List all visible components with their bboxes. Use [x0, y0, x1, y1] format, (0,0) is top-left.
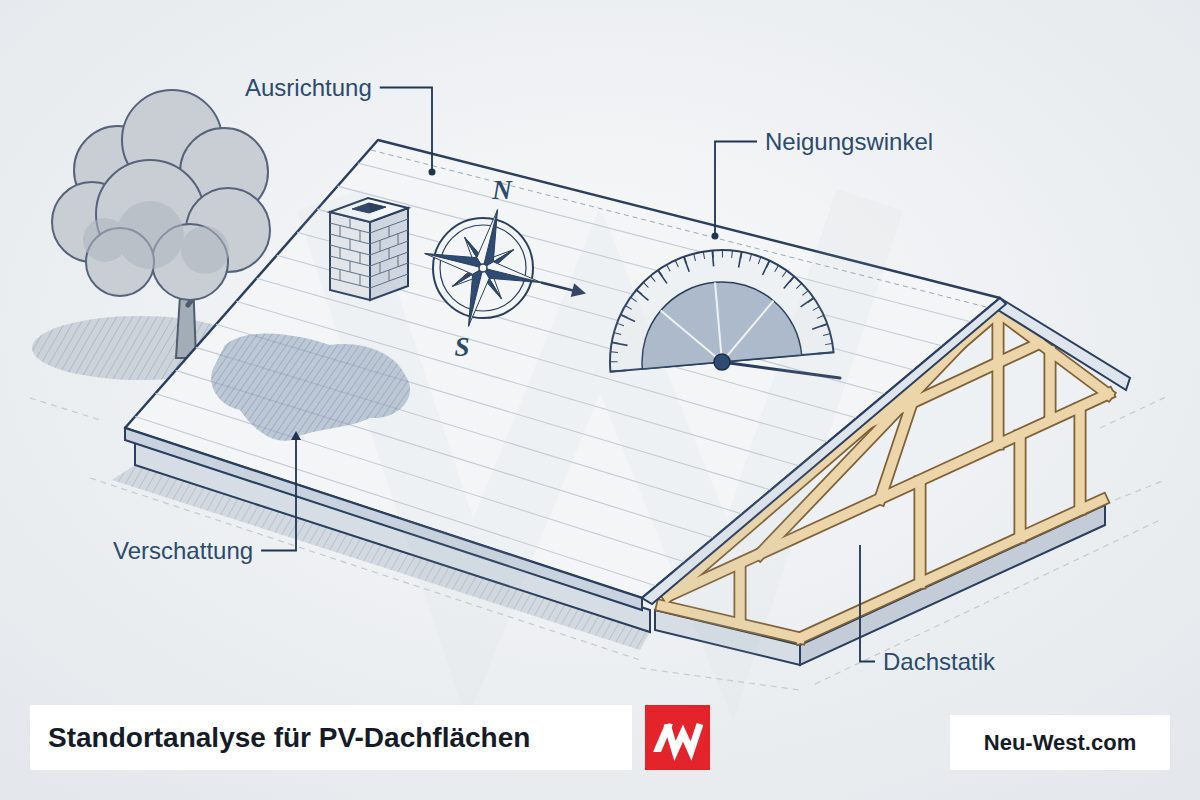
leader-line: [380, 88, 432, 173]
protractor: [659, 277, 779, 367]
callout-label: Dachstatik: [883, 648, 995, 675]
gable-truss: [800, 505, 1105, 665]
leader-dot: [712, 233, 719, 240]
protractor: [636, 289, 648, 301]
label-holder: Ausrichtung: [245, 73, 372, 103]
leader-line: [261, 438, 296, 551]
leader-dot: [429, 169, 436, 176]
leader-line: [860, 545, 875, 662]
label-holder: N: [492, 175, 512, 205]
ground-lines: [1115, 480, 1165, 500]
chimney: [389, 248, 390, 259]
callout-label: Verschattung: [113, 537, 253, 564]
protractor: [715, 282, 722, 362]
ground-lines: [30, 398, 100, 420]
protractor: [712, 250, 713, 266]
compass-rose: [469, 268, 490, 326]
compass-letter: N: [492, 175, 512, 205]
protractor: [684, 256, 690, 272]
watermark: [330, 200, 870, 620]
compass-rose: [477, 210, 498, 268]
chimney: [398, 233, 399, 244]
protractor: [717, 301, 778, 362]
compass-rose: [433, 218, 533, 318]
chimney: [398, 255, 399, 266]
protractor: [661, 306, 722, 367]
compass-rose: [425, 254, 483, 275]
tree: [181, 226, 229, 274]
brand-logo: [645, 705, 710, 770]
watermark: [330, 200, 870, 620]
protractor: [737, 252, 743, 268]
brand-panel: Neu-West.com: [950, 715, 1170, 770]
compass-rose: [483, 262, 541, 283]
tree: [52, 90, 270, 300]
leader-marker: [291, 431, 301, 440]
protractor: [658, 270, 667, 285]
compass-rose: [440, 225, 526, 311]
chimney: [389, 226, 390, 237]
brand-logo: [645, 705, 710, 770]
tree: [83, 201, 229, 274]
tree: [83, 218, 127, 262]
brand-logo: [667, 724, 700, 751]
callout-label: Ausrichtung: [245, 74, 372, 101]
compass-letter: S: [454, 332, 469, 362]
title-panel: Standortanalyse für PV-Dachflächen: [30, 705, 632, 770]
protractor: [783, 276, 795, 288]
callout-label: Neigungswinkel: [765, 128, 933, 155]
leader-line: [715, 142, 757, 237]
label-holder: S: [454, 332, 469, 362]
compass-rose: [479, 264, 487, 272]
label-holder: Verschattung: [113, 536, 253, 566]
brand-name: Neu-West.com: [984, 730, 1136, 756]
label-holder: Dachstatik: [883, 647, 995, 677]
title-text: Standortanalyse für PV-Dachflächen: [48, 722, 530, 754]
protractor: [714, 354, 730, 370]
protractor: [761, 260, 770, 275]
label-holder: Neigungswinkel: [765, 127, 933, 157]
gable-truss: [998, 298, 1130, 390]
compass-rose: [425, 210, 541, 326]
